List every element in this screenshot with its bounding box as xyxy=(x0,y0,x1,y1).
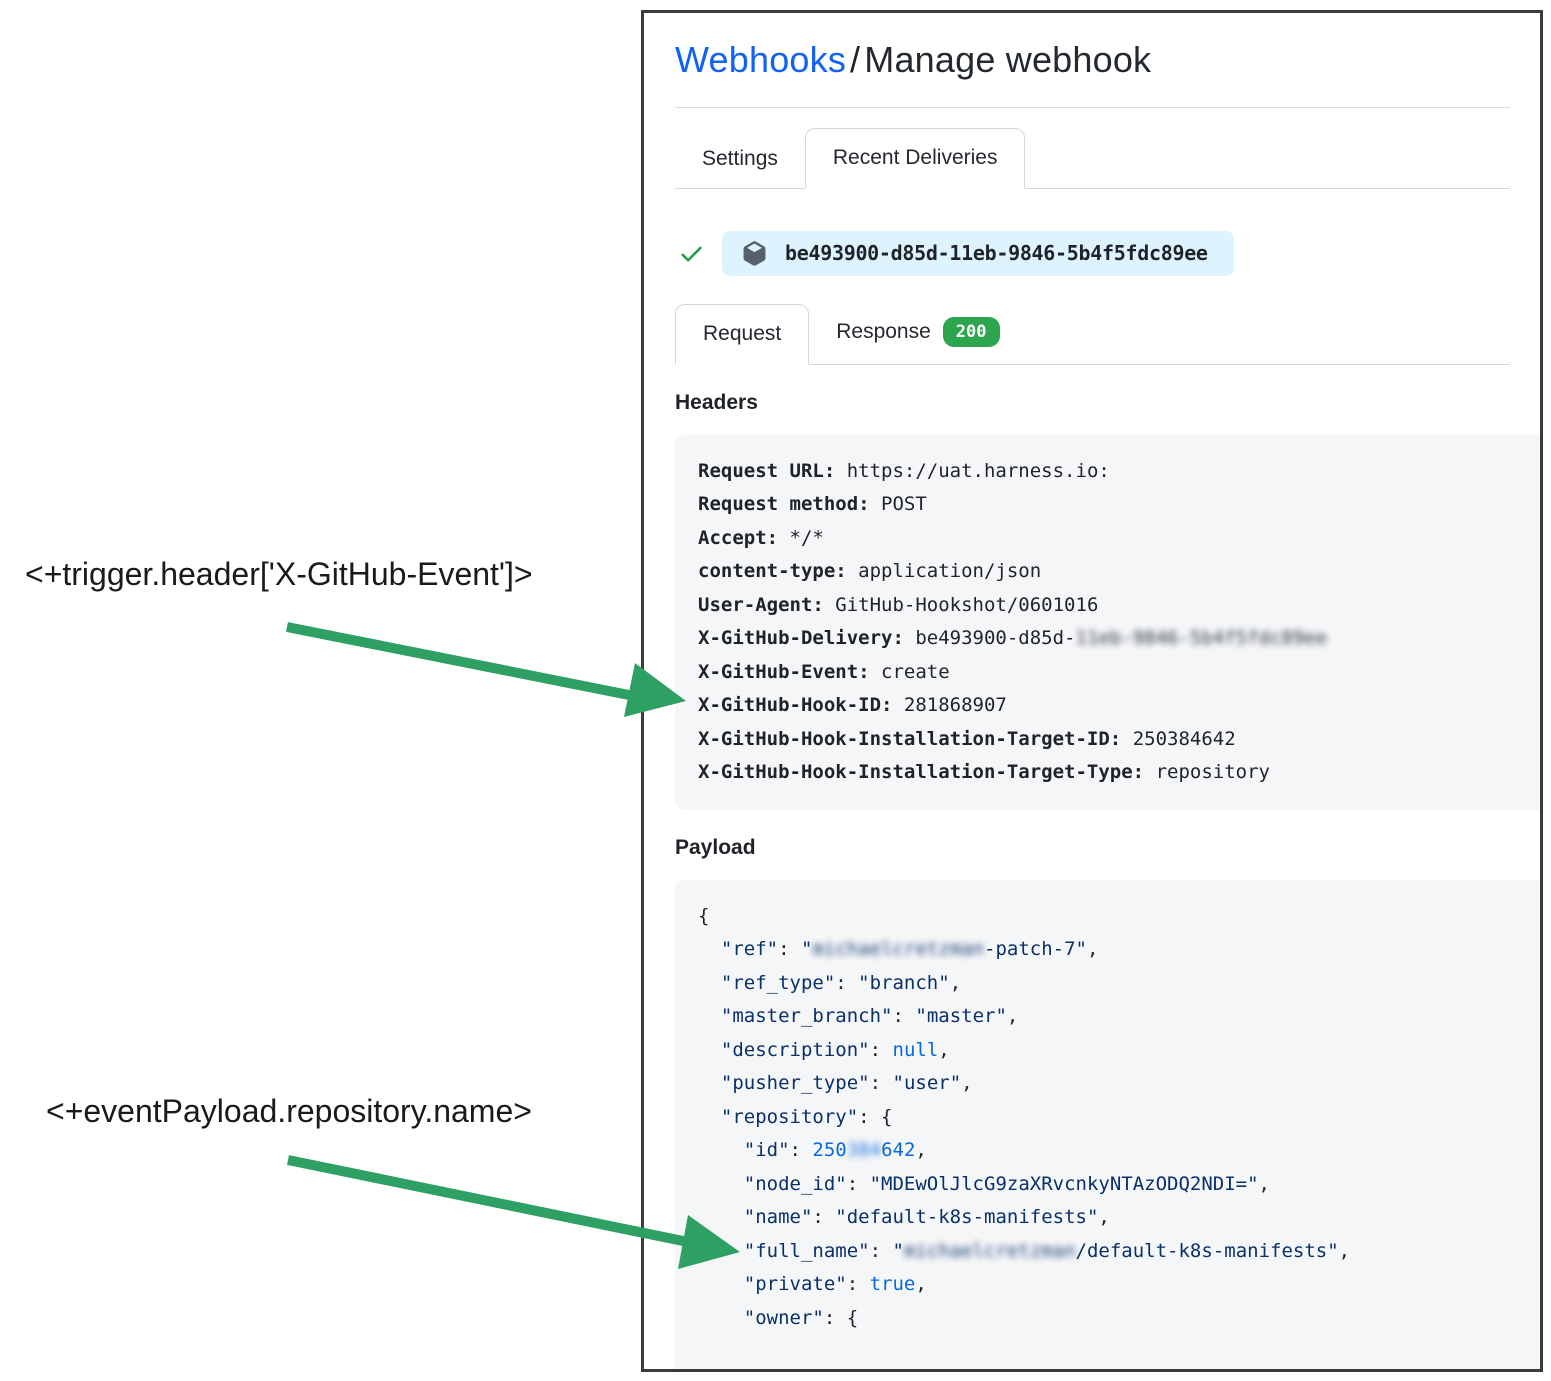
code-line: X-GitHub-Hook-Installation-Target-ID: 25… xyxy=(698,727,1236,750)
code-line: Request method: POST xyxy=(698,493,927,515)
delivery-detail-tabs: Request Response 200 xyxy=(675,300,1510,365)
tab-recent-deliveries[interactable]: Recent Deliveries xyxy=(804,128,1026,189)
tab-response[interactable]: Response 200 xyxy=(809,300,1026,364)
code-line: "repository": { xyxy=(720,1105,893,1128)
code-line: content-type: application/json xyxy=(698,560,1042,582)
headers-block: Request URL: https://uat.harness.io: Requ… xyxy=(675,434,1540,810)
code-line: User-Agent: GitHub-Hookshot/0601016 xyxy=(698,593,1099,616)
webhook-tabs: Settings Recent Deliveries xyxy=(675,128,1510,189)
payload-section-title: Payload xyxy=(675,835,756,859)
package-icon xyxy=(743,240,766,266)
code-line: "id": 250384642, xyxy=(743,1139,927,1161)
code-line: X-GitHub-Delivery: be493900-d85d-11eb-98… xyxy=(698,627,1328,649)
delivery-guid-pill[interactable]: be493900-d85d-11eb-9846-5b4f5fdc89ee xyxy=(722,230,1234,276)
title-divider xyxy=(675,107,1510,108)
code-line: "pusher_type": "user", xyxy=(720,1072,973,1094)
delivery-guid: be493900-d85d-11eb-9846-5b4f5fdc89ee xyxy=(785,241,1208,265)
code-line: "private": true, xyxy=(743,1273,927,1295)
webhook-panel: Webhooks/Manage webhook Settings Recent … xyxy=(641,10,1543,1372)
code-line: "master_branch": "master", xyxy=(720,1005,1019,1027)
payload-block: { "ref": "michaelcretzman-patch-7", "ref… xyxy=(675,879,1540,1369)
code-line: "ref_type": "branch", xyxy=(720,971,962,994)
response-status-badge: 200 xyxy=(942,316,1000,347)
code-line: { xyxy=(698,904,710,927)
webhooks-breadcrumb-link[interactable]: Webhooks xyxy=(675,39,847,80)
code-line: X-GitHub-Hook-ID: 281868907 xyxy=(698,694,1007,716)
tab-settings[interactable]: Settings xyxy=(702,146,778,170)
headers-section-title: Headers xyxy=(675,390,758,414)
delivery-row: be493900-d85d-11eb-9846-5b4f5fdc89ee xyxy=(678,230,1510,276)
code-line: "node_id": "MDEwOlJlcG9zaXRvcnkyNTAzODQ2… xyxy=(743,1172,1270,1195)
trigger-header-expression: <+trigger.header['X-GitHub-Event']> xyxy=(25,556,533,592)
tab-response-label: Response xyxy=(836,319,931,343)
code-line: X-GitHub-Event: create xyxy=(698,660,950,683)
code-line: "description": null, xyxy=(720,1038,950,1061)
code-line: X-GitHub-Hook-Installation-Target-Type: … xyxy=(698,761,1270,783)
code-line: Accept: */* xyxy=(698,526,824,549)
arrow-to-x-github-event-icon xyxy=(286,622,686,717)
code-line: "full_name": "michaelcretzman/default-k8… xyxy=(743,1239,1351,1262)
page-title: Webhooks/Manage webhook xyxy=(675,39,1540,81)
breadcrumb-separator: / xyxy=(850,39,861,80)
code-line: Request URL: https://uat.harness.io: xyxy=(698,459,1110,482)
code-line: "name": "default-k8s-manifests", xyxy=(743,1206,1110,1228)
page-title-text: Manage webhook xyxy=(864,39,1152,80)
tab-request[interactable]: Request xyxy=(675,304,810,365)
code-line: "ref": "michaelcretzman-patch-7", xyxy=(720,938,1099,960)
event-payload-expression: <+eventPayload.repository.name> xyxy=(46,1093,532,1129)
code-line: "owner": { xyxy=(743,1306,859,1329)
success-check-icon xyxy=(681,246,702,262)
